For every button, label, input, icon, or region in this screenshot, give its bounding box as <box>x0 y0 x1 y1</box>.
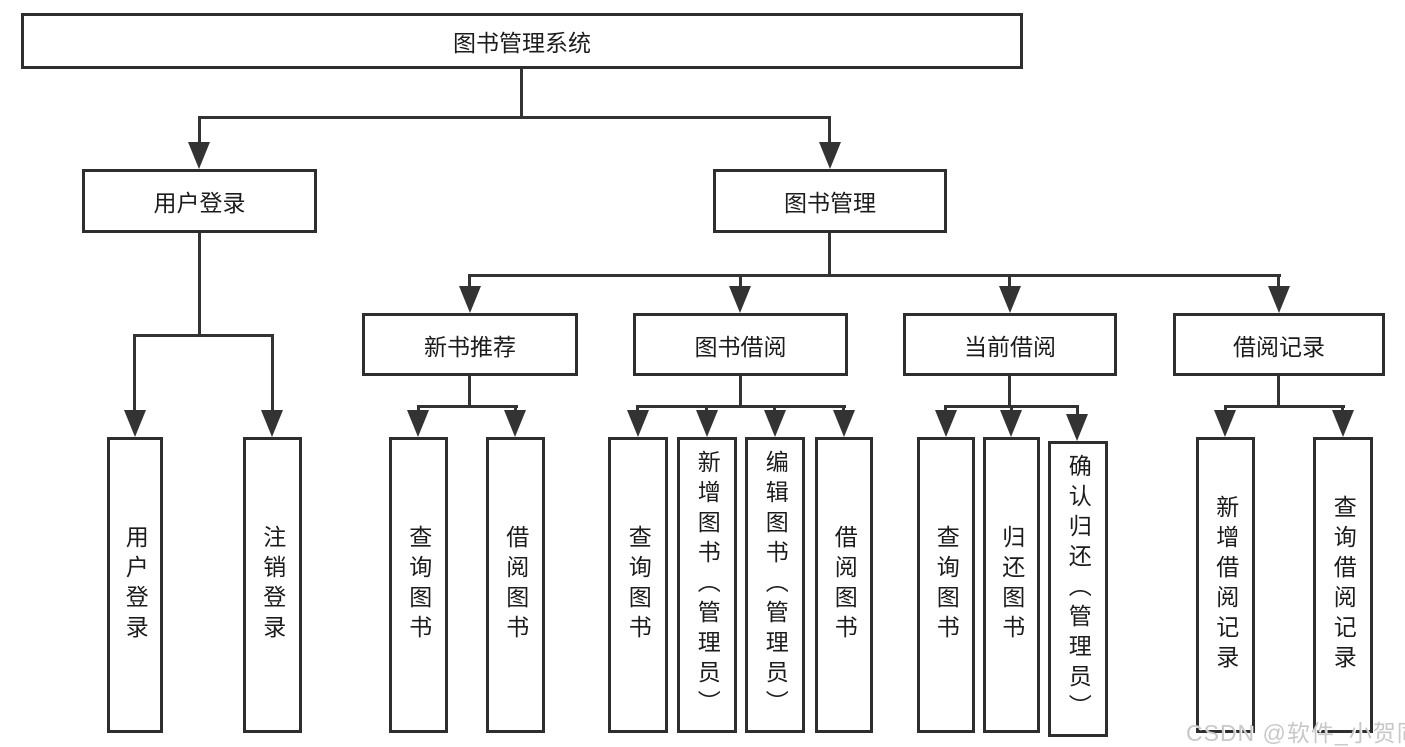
arrow-down-icon <box>833 410 855 437</box>
leaf-add-borrow-record-label: 新增借阅记录 <box>1212 495 1239 675</box>
node-book-management: 图书管理 <box>713 169 947 233</box>
connector-leaf-shaft <box>417 405 420 414</box>
connector-to-leaf-logout <box>271 334 274 414</box>
arrow-down-icon <box>188 142 210 169</box>
arrow-down-icon <box>999 286 1021 313</box>
arrow-down-icon <box>407 410 429 437</box>
arrow-down-icon <box>729 286 751 313</box>
leaf-borrow-books-recommend: 借阅图书 <box>486 437 545 733</box>
node-user-login: 用户登录 <box>82 169 317 233</box>
connector-level2-rail <box>198 116 831 119</box>
leaf-edit-books-admin-label: 编辑图书（管理员） <box>762 450 789 720</box>
node-root-label: 图书管理系统 <box>453 30 591 56</box>
arrow-down-icon <box>1268 286 1290 313</box>
node-new-book-recommend: 新书推荐 <box>362 313 578 376</box>
connector-leaf-shaft <box>705 405 708 414</box>
leaf-query-borrow-record: 查询借阅记录 <box>1313 437 1373 733</box>
connector-leaf-shaft <box>1224 405 1227 414</box>
arrow-down-icon <box>764 410 786 437</box>
arrow-down-icon <box>459 286 481 313</box>
connector-level3-rail <box>468 274 1281 277</box>
leaf-query-books-current: 查询图书 <box>917 437 975 733</box>
connector-to-new-book-recommend <box>468 274 471 290</box>
node-book-borrow: 图书借阅 <box>633 313 848 376</box>
leaf-query-books-recommend-label: 查询图书 <box>405 525 432 645</box>
connector-to-user-login <box>198 116 201 146</box>
connector-leaf-shaft <box>1010 405 1013 414</box>
arrow-down-icon <box>1000 410 1022 437</box>
connector-leaf-shaft <box>514 405 517 414</box>
leaf-add-books-admin-label: 新增图书（管理员） <box>694 450 721 720</box>
connector-recommend-rail <box>417 405 518 408</box>
arrow-down-icon <box>1214 410 1236 437</box>
leaf-return-books-label: 归还图书 <box>998 525 1025 645</box>
connector-leaf-shaft <box>773 405 776 414</box>
connector-to-book-borrow <box>739 274 742 290</box>
arrow-down-icon <box>1066 414 1088 441</box>
connector-book-borrow-rail <box>636 405 846 408</box>
connector-leaf-shaft <box>636 405 639 414</box>
connector-borrow-records-stub <box>1277 376 1280 407</box>
node-book-borrow-label: 图书借阅 <box>694 333 787 360</box>
leaf-query-books-borrow: 查询图书 <box>608 437 668 733</box>
connector-to-current-borrow <box>1008 274 1011 290</box>
node-user-login-label: 用户登录 <box>153 190 246 216</box>
leaf-query-books-current-label: 查询图书 <box>933 525 960 645</box>
leaf-user-login: 用户登录 <box>107 437 163 733</box>
node-borrow-records-label: 借阅记录 <box>1233 333 1325 360</box>
arrow-down-icon <box>627 410 649 437</box>
arrow-down-icon <box>696 410 718 437</box>
watermark: CSDN @软件_小贺同学 <box>1186 720 1405 746</box>
leaf-confirm-return-admin: 确认归还（管理员） <box>1048 441 1108 737</box>
connector-recommend-stub <box>468 376 471 407</box>
connector-to-borrow-records <box>1277 274 1280 290</box>
leaf-query-borrow-record-label: 查询借阅记录 <box>1330 495 1357 675</box>
leaf-confirm-return-admin-label: 确认归还（管理员） <box>1065 454 1092 724</box>
connector-book-borrow-stub <box>739 376 742 407</box>
arrow-down-icon <box>261 410 283 437</box>
leaf-borrow-books-label: 借阅图书 <box>831 525 858 645</box>
leaf-edit-books-admin: 编辑图书（管理员） <box>745 437 805 733</box>
connector-root-stub <box>520 68 523 118</box>
leaf-add-books-admin: 新增图书（管理员） <box>677 437 737 733</box>
node-current-borrow: 当前借阅 <box>903 313 1117 376</box>
connector-to-leaf-user-login <box>133 334 136 414</box>
leaf-query-books-recommend: 查询图书 <box>389 437 448 733</box>
leaf-add-borrow-record: 新增借阅记录 <box>1196 437 1255 733</box>
node-root: 图书管理系统 <box>21 13 1023 69</box>
node-borrow-records: 借阅记录 <box>1173 313 1385 376</box>
node-current-borrow-label: 当前借阅 <box>964 333 1056 360</box>
connector-to-book-management <box>828 116 831 146</box>
connector-book-management-stub <box>828 233 831 276</box>
connector-leaf-shaft <box>944 405 947 414</box>
arrow-down-icon <box>935 410 957 437</box>
connector-leaf-shaft <box>1341 405 1344 414</box>
arrow-down-icon <box>819 142 841 169</box>
leaf-logout: 注销登录 <box>243 437 302 733</box>
leaf-logout-label: 注销登录 <box>259 525 286 645</box>
arrow-down-icon <box>504 410 526 437</box>
leaf-return-books: 归还图书 <box>983 437 1040 733</box>
connector-leaf-shaft <box>842 405 845 414</box>
connector-user-login-rail <box>133 334 274 337</box>
connector-leaf-shaft <box>1076 405 1079 417</box>
leaf-borrow-books-recommend-label: 借阅图书 <box>502 525 529 645</box>
leaf-user-login-label: 用户登录 <box>122 525 149 645</box>
arrow-down-icon <box>124 410 146 437</box>
leaf-query-books-borrow-label: 查询图书 <box>625 525 652 645</box>
connector-current-borrow-stub <box>1008 376 1011 407</box>
leaf-borrow-books: 借阅图书 <box>815 437 873 733</box>
node-new-book-recommend-label: 新书推荐 <box>424 333 516 360</box>
node-book-management-label: 图书管理 <box>784 190 876 216</box>
connector-borrow-records-rail <box>1224 405 1345 408</box>
arrow-down-icon <box>1332 410 1354 437</box>
connector-user-login-stub <box>198 233 201 336</box>
